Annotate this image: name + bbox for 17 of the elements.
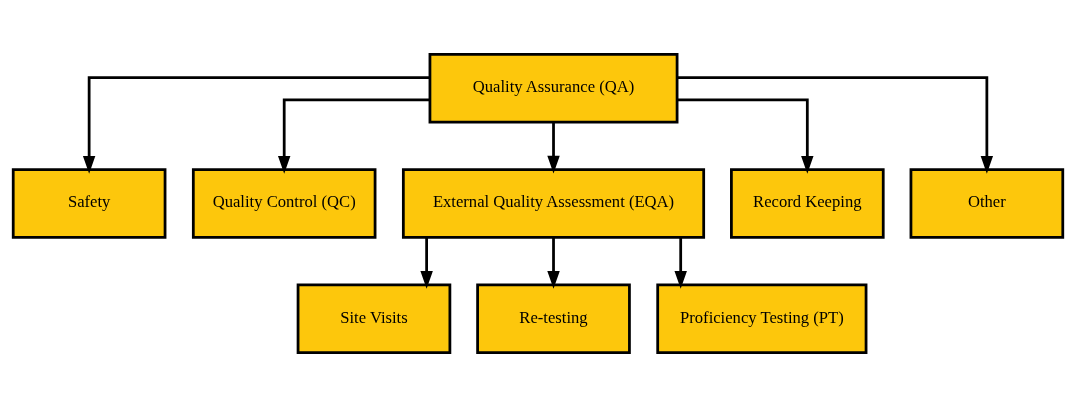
node-box: Safety — [11, 168, 167, 239]
arrow — [547, 237, 560, 289]
node-box: Site Visits — [296, 283, 452, 354]
node-box: Re-testing — [476, 283, 631, 354]
node-box: Record Keeping — [730, 168, 885, 239]
node-box: Quality Assurance (QA) — [428, 53, 679, 124]
node-box: External Quality Assessment (EQA) — [401, 168, 706, 239]
arrow — [674, 237, 687, 289]
node-box: Quality Control (QC) — [191, 168, 377, 239]
arrow — [420, 237, 433, 289]
arrow — [82, 76, 430, 174]
node-box: Proficiency Testing (PT) — [656, 283, 868, 354]
arrow — [277, 98, 430, 174]
arrow — [677, 76, 994, 174]
node-box: Other — [909, 168, 1065, 239]
arrow — [677, 98, 814, 174]
arrow — [547, 122, 560, 174]
